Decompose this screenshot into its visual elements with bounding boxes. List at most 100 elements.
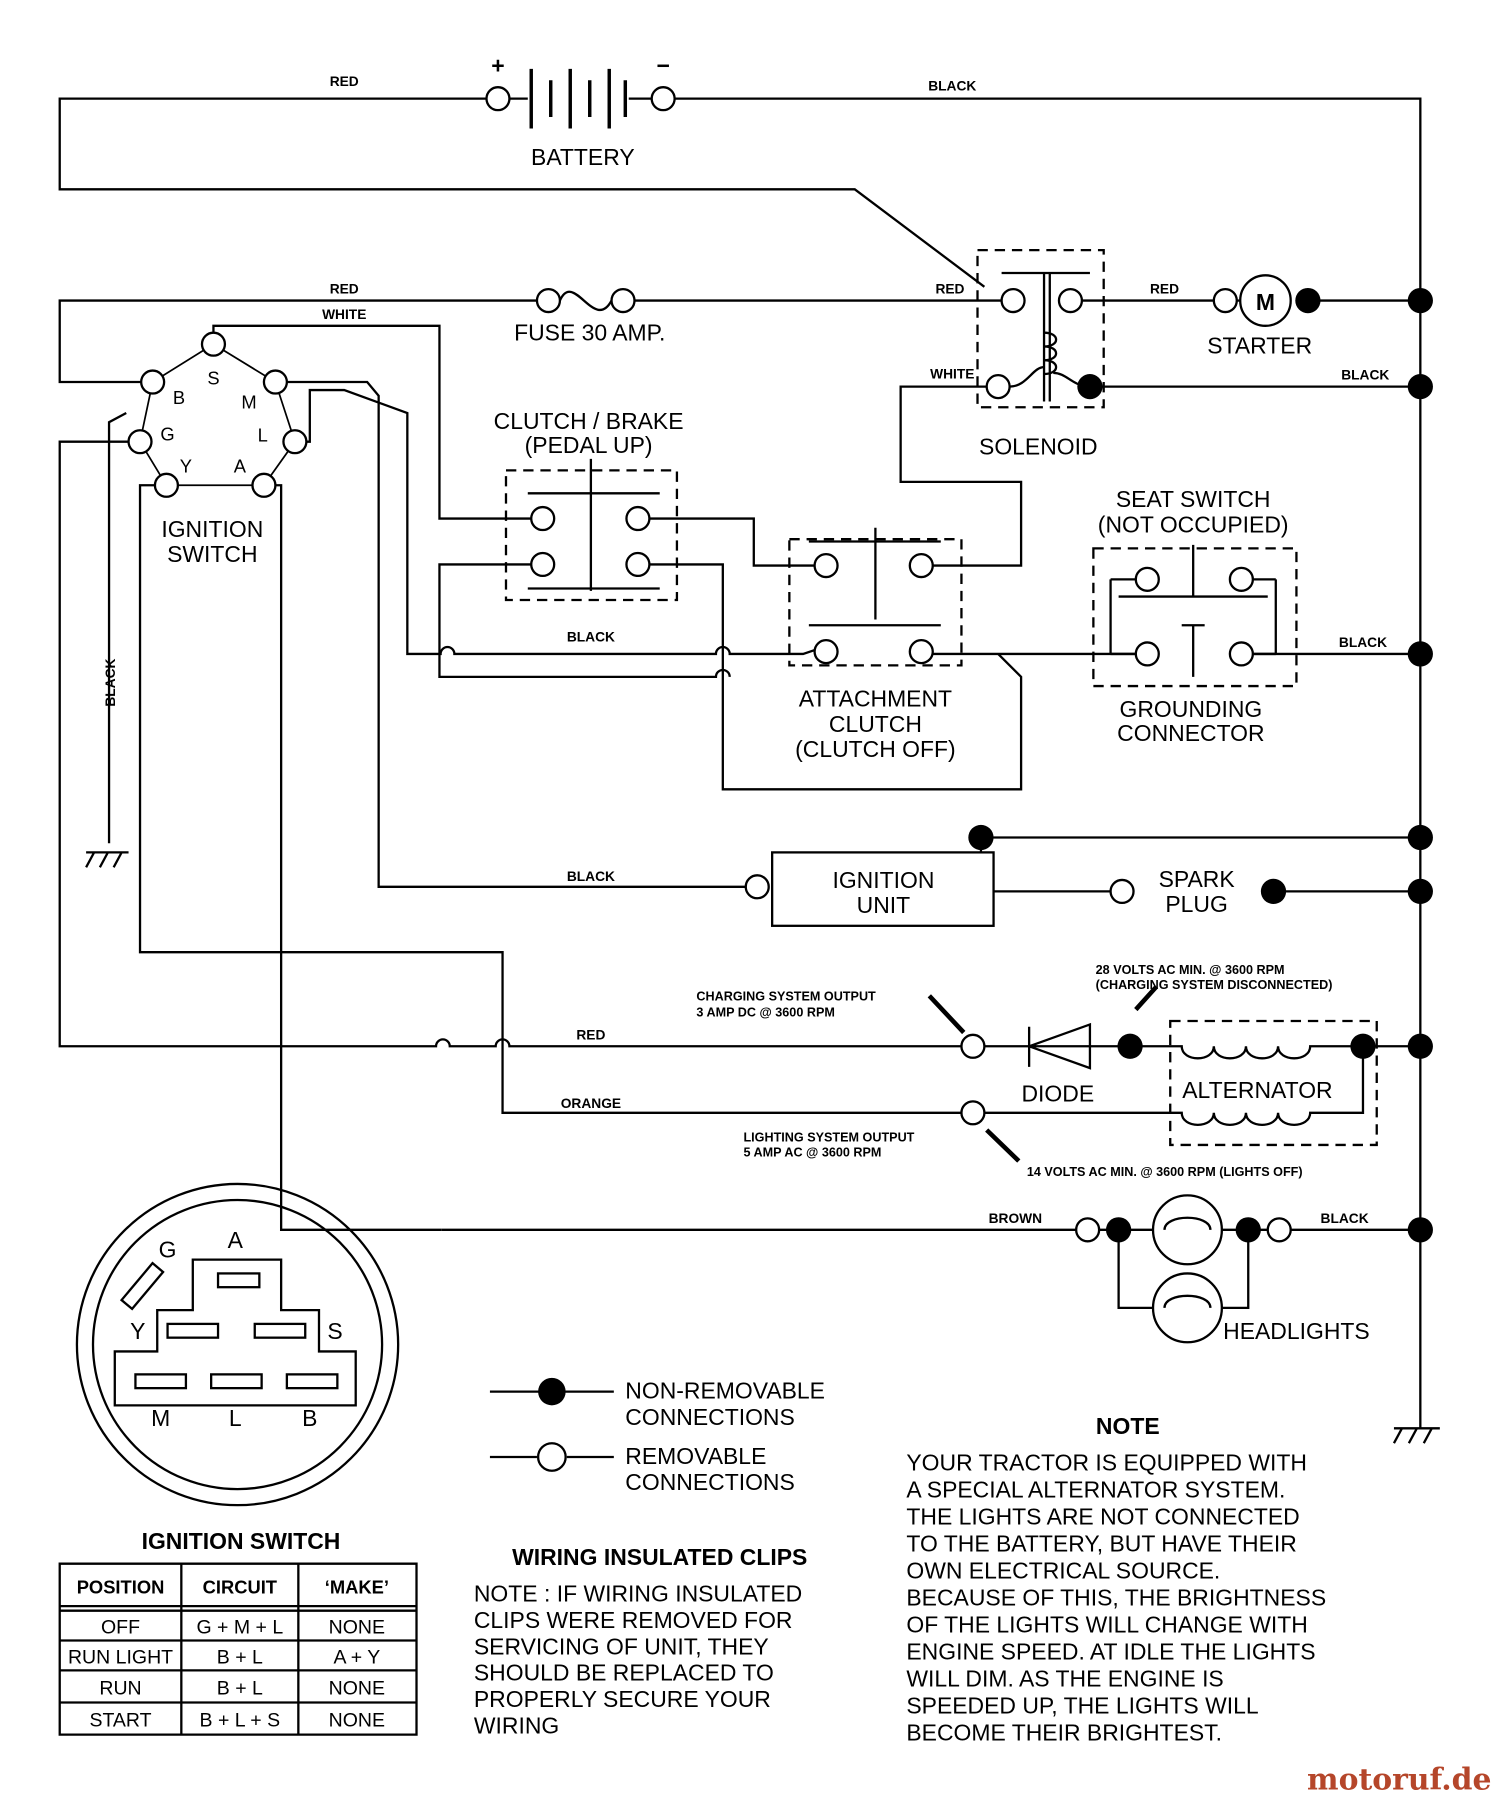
wire-label: BLACK [1341,368,1389,383]
battery: + − BATTERY [58,52,1422,1429]
wire-label: RED [330,74,359,89]
attachment-clutch-label: (CLUTCH OFF) [795,736,956,762]
ignition-switch-label: SWITCH [167,541,257,567]
removable-connection [1000,287,1026,314]
removable-connection [530,505,556,532]
note-line: OWN ELECTRICAL SOURCE. [906,1558,1220,1584]
clutch-brake-label: (PEDAL UP) [525,432,653,458]
annotation: (CHARGING SYSTEM DISCONNECTED) [1096,978,1333,992]
non-removable-connection [1077,373,1103,400]
note-line: TO THE BATTERY, BUT HAVE THEIR [906,1531,1296,1557]
charging-annotations: CHARGING SYSTEM OUTPUT 3 AMP DC @ 3600 R… [696,963,1332,1179]
annotation: 14 VOLTS AC MIN. @ 3600 RPM (LIGHTS OFF) [1027,1165,1303,1179]
legend-label: CONNECTIONS [625,1404,795,1430]
face-label-l: L [229,1405,242,1431]
table-cell: B + L [217,1646,263,1668]
ignition-unit-label: UNIT [857,892,911,918]
battery-minus-label: − [656,52,669,78]
diode-label: DIODE [1021,1080,1094,1106]
legend: NON-REMOVABLE CONNECTIONS REMOVABLE CONN… [489,1377,825,1495]
removable-connection [251,472,277,498]
wire-label: ORANGE [561,1096,621,1111]
face-label-y: Y [130,1318,145,1344]
grounding-connector-label: CONNECTOR [1117,720,1264,746]
wire-label: WHITE [322,307,366,322]
removable-connection [813,552,839,579]
terminal-l: L [258,425,268,446]
table-cell: RUN [99,1677,141,1699]
note-line: SPEEDED UP, THE LIGHTS WILL [906,1692,1258,1718]
face-label-b: B [302,1405,317,1431]
legend-label: REMOVABLE [625,1443,766,1469]
alternator-label: ALTERNATOR [1182,1077,1332,1103]
wire-label: RED [576,1027,605,1042]
removable-connection [1109,878,1135,905]
annotation: 3 AMP DC @ 3600 RPM [696,1005,834,1019]
ignition-unit: IGNITION UNIT [771,851,995,927]
attachment-clutch-label: ATTACHMENT [799,686,952,712]
ignition-switch-label: IGNITION [161,516,263,542]
clutch-brake-switch: CLUTCH / BRAKE (PEDAL UP) [494,408,684,602]
terminal-y: Y [180,456,192,477]
face-label-g: G [159,1236,177,1262]
headlights-label: HEADLIGHTS [1223,1318,1370,1344]
removable-connection [1266,1217,1292,1243]
clips-note-line: NOTE : IF WIRING INSULATED [474,1581,802,1607]
headlights: HEADLIGHTS [1099,1194,1421,1344]
face-label-a: A [228,1227,244,1253]
starter: M STARTER [1207,274,1312,358]
non-removable-connection [1235,1217,1261,1243]
attachment-clutch-switch: ATTACHMENT CLUTCH (CLUTCH OFF) [788,527,963,762]
clips-note: WIRING INSULATED CLIPS NOTE : IF WIRING … [474,1544,807,1739]
removable-connection [1228,566,1254,592]
annotation: CHARGING SYSTEM OUTPUT [696,989,876,1003]
annotation: 28 VOLTS AC MIN. @ 3600 RPM [1096,963,1285,977]
table-cell: A + Y [333,1646,380,1668]
terminal-g: G [160,424,174,445]
removable-connection [140,369,166,395]
removable-connection [985,373,1011,400]
removable-connection [262,369,289,395]
non-removable-connection [1407,878,1433,905]
table-cell: START [89,1710,151,1732]
wire-label: BLACK [928,79,976,94]
non-removable-connection [1295,287,1321,314]
note-line: OF THE LIGHTS WILL CHANGE WITH [906,1612,1307,1638]
removable-connection [200,331,227,357]
non-removable-connection [1407,373,1433,400]
seat-switch: SEAT SWITCH (NOT OCCUPIED) GROUNDING CON… [1092,486,1298,746]
removable-connection [282,429,308,455]
motor-symbol: M [1256,289,1275,315]
table-cell: G + M + L [196,1617,283,1639]
legend-label: CONNECTIONS [625,1469,795,1495]
removable-connection [744,874,770,900]
wire-label: BLACK [103,658,118,706]
removable-connection [127,429,153,455]
ignition-switch: S M L A Y G B IGNITION SWITCH [139,343,296,567]
attachment-clutch-label: CLUTCH [829,711,922,737]
terminal-s: S [207,367,219,388]
removable-connection [908,639,934,665]
non-removable-connection [968,824,994,851]
removable-connection [960,1100,986,1126]
table-cell: B + L [217,1677,263,1699]
alternator: ALTERNATOR [984,1019,1421,1147]
ground-symbol [1392,1427,1440,1444]
non-removable-connection [1407,1217,1433,1243]
spark-plug-label: SPARK [1159,866,1236,892]
removable-connection [485,86,511,112]
non-removable-connection [1350,1033,1376,1059]
note-line: BECOME THEIR BRIGHTEST. [906,1719,1222,1745]
removable-connection [625,551,651,578]
ignition-unit-label: IGNITION [832,867,934,893]
removable-connections [127,86,1292,1243]
clips-note-line: PROPERLY SECURE YOUR [474,1686,771,1712]
seat-switch-label: (NOT OCCUPIED) [1098,511,1289,537]
wire-label: BLACK [567,629,615,644]
solenoid: SOLENOID [976,248,1105,459]
table-cell: NONE [329,1617,385,1639]
clips-note-line: WIRING [474,1712,559,1738]
removable-connection [1134,641,1160,667]
